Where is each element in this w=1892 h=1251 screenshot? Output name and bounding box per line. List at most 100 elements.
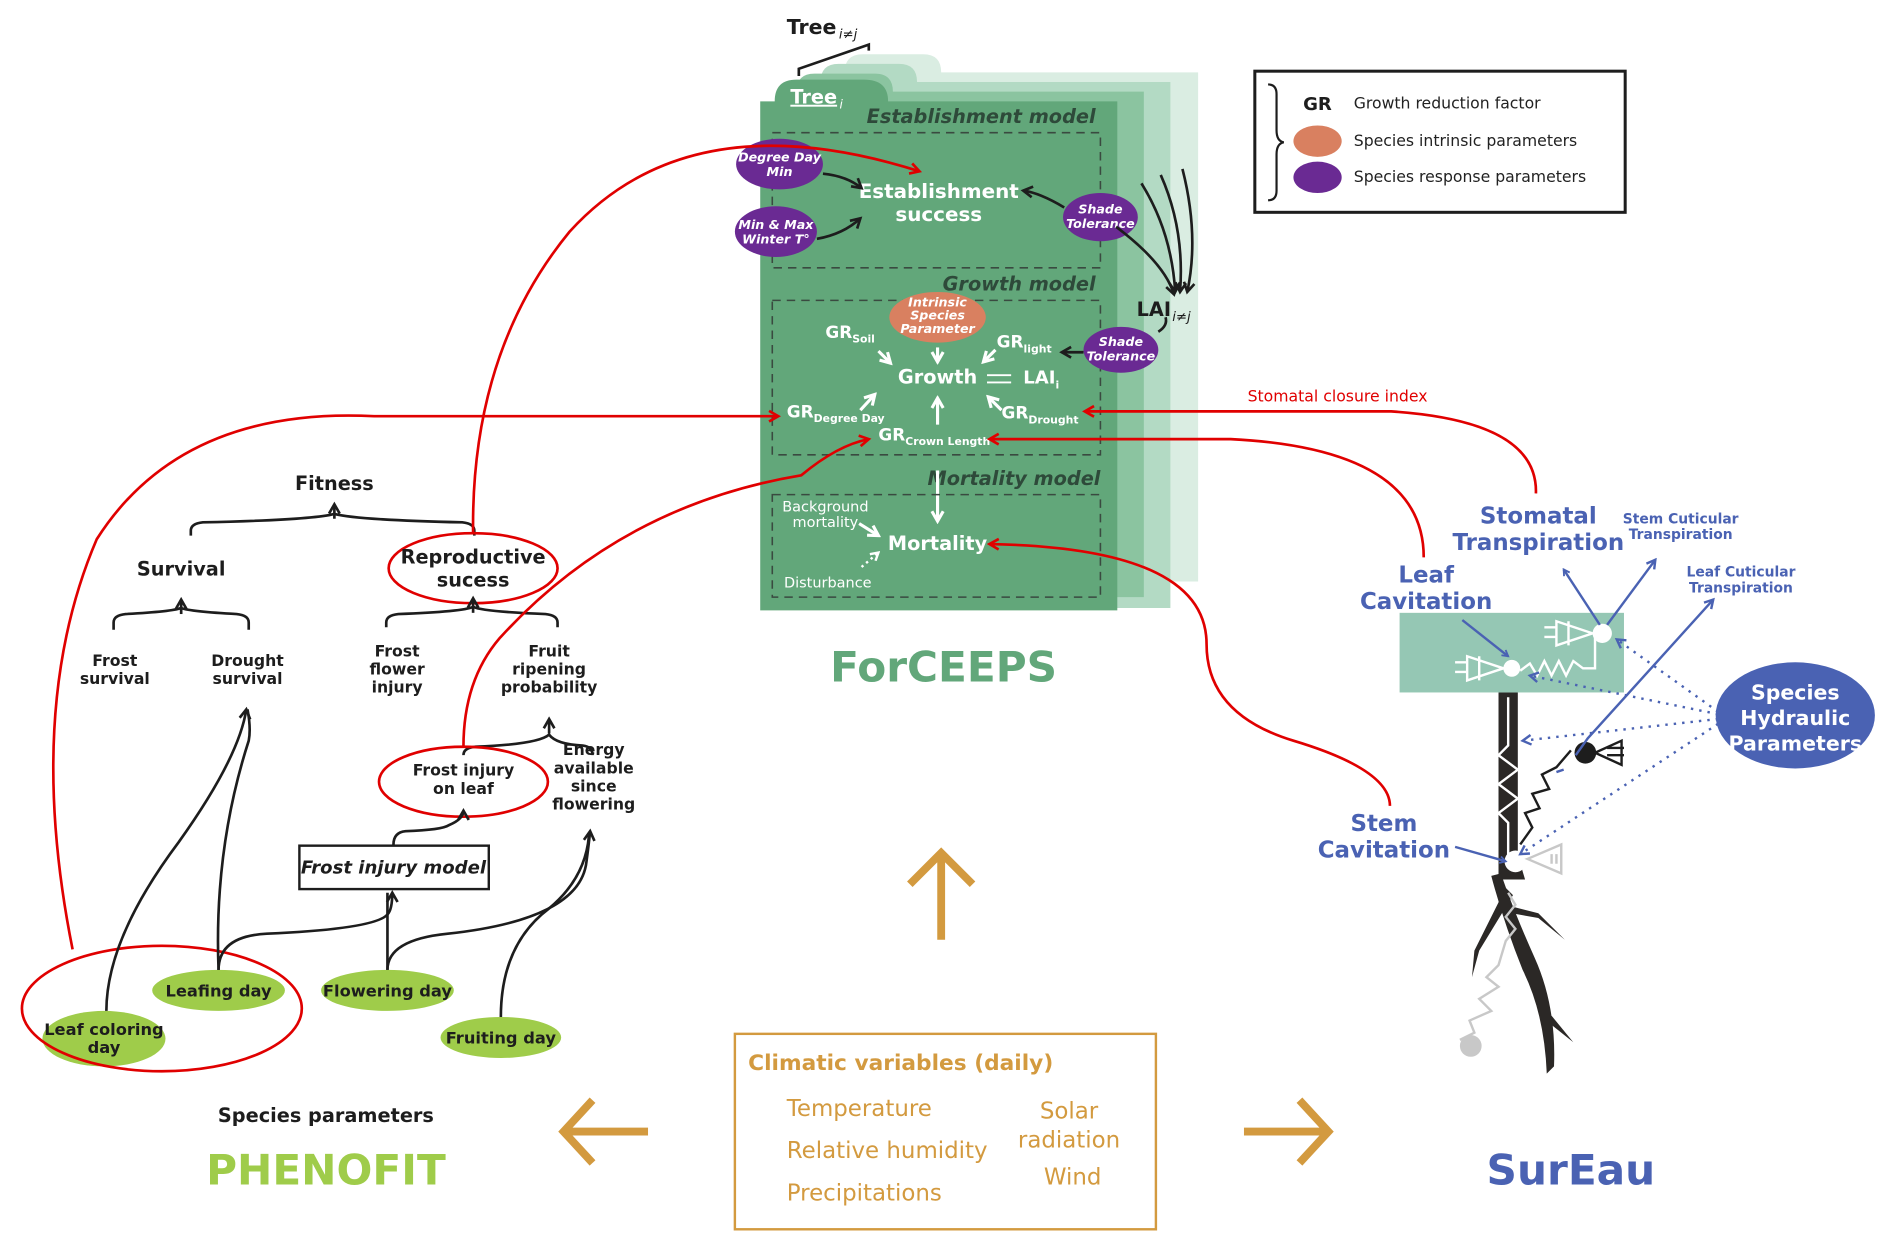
gr-light-label: GRlight xyxy=(997,331,1052,355)
dotted-hydraulic-stem xyxy=(1520,717,1719,746)
dotted-hydraulic-stem-node xyxy=(1518,722,1719,856)
lai-other-label: LAIi≠j xyxy=(1137,298,1191,325)
arrow-tree-layer-lai-1 xyxy=(1140,182,1182,295)
legend-intrinsic-label: Species intrinsic parameters xyxy=(1354,131,1577,150)
climate-var-wind: Wind xyxy=(1044,1165,1102,1191)
leaf-phenology-highlight-ring xyxy=(20,944,304,1073)
lai-to-shade-link xyxy=(1157,316,1168,333)
arrow-stomatal-transpiration xyxy=(1564,569,1601,626)
root-right xyxy=(1511,907,1565,940)
branch-resistor-icon xyxy=(1519,749,1572,846)
leaf-coloring-day-node xyxy=(42,1010,166,1067)
shade-tolerance-growth-param xyxy=(1083,326,1159,373)
arrow-stem-cavitation xyxy=(1454,845,1506,861)
leaf-node-2-icon xyxy=(1592,623,1612,643)
stem-capacitor-grey-icon xyxy=(1524,842,1563,876)
climate-box: Climatic variables (daily) Temperature R… xyxy=(558,847,1334,1231)
gr-degree-day-label: GRDegree Day xyxy=(787,401,885,425)
root-branch xyxy=(1549,1015,1574,1043)
arrow-model-to-frost-leaf xyxy=(392,808,470,845)
lai-i-label: LAIi xyxy=(1023,368,1059,392)
branch-capacitor-icon xyxy=(1592,738,1624,767)
survival-brace xyxy=(112,606,251,630)
arrow-disturbance xyxy=(860,553,879,568)
link-phenology-to-gr-degree-day xyxy=(52,409,781,950)
winter-temperature-param xyxy=(734,206,817,257)
growth-node: Growth xyxy=(898,366,977,389)
stem-resistor-icon xyxy=(1496,697,1520,859)
soil-node-icon xyxy=(1459,1035,1482,1057)
flowering-day-node xyxy=(321,969,454,1011)
mortality-node: Mortality xyxy=(888,532,988,555)
leaf-node-1-icon xyxy=(1503,659,1521,677)
legend-gr-label: Growth reduction factor xyxy=(1354,94,1541,113)
root-main xyxy=(1491,873,1555,1074)
climate-title: Climatic variables (daily) xyxy=(748,1051,1053,1076)
leaf-capacitor-1-icon xyxy=(1455,654,1508,683)
tree-i-box xyxy=(760,79,1118,611)
link-stomatal-closure-to-gr-drought xyxy=(1082,404,1538,494)
frost-injury-model-label: Frost injury model xyxy=(301,857,487,878)
climate-var-precipitation: Precipitations xyxy=(787,1180,942,1206)
survival-node: Survival xyxy=(137,557,226,580)
arrow-gr-light xyxy=(983,348,997,362)
legend-response-swatch xyxy=(1293,161,1342,194)
leafing-day-node xyxy=(152,969,285,1011)
arrow-tree-layer-lai-3 xyxy=(1181,168,1196,295)
legend-brace xyxy=(1268,83,1285,202)
mortality-dashed-box xyxy=(771,493,1102,598)
tree-other-bracket xyxy=(797,42,871,77)
phenofit-title: PHENOFIT xyxy=(206,1146,446,1195)
arrow-degree-day-to-establishment xyxy=(822,172,864,190)
arrow-climate-to-sureau xyxy=(1243,1097,1334,1166)
mortality-model-title: Mortality model xyxy=(928,467,1101,490)
legend-gr-symbol: GR xyxy=(1303,94,1332,115)
stem-node-icon xyxy=(1504,850,1527,873)
stem-trunk xyxy=(1498,692,1526,880)
climate-frame xyxy=(733,1032,1158,1231)
establishment-model-title: Establishment model xyxy=(867,105,1096,128)
climate-var-humidity: Relative humidity xyxy=(787,1138,988,1164)
arrow-leaf-coloring-to-drought xyxy=(105,706,252,1011)
sureau-title: SurEau xyxy=(1487,1146,1656,1195)
flowering-day-label: Flowering day xyxy=(323,981,453,1000)
arrow-gr-drought xyxy=(988,397,1003,412)
fruiting-day-label: Fruiting day xyxy=(446,1029,557,1048)
gr-crown-length-label: GRCrown Length xyxy=(878,424,990,448)
link-stem-cavitation-to-mortality xyxy=(986,537,1392,806)
arrow-background-mortality xyxy=(858,522,878,536)
leaf-compartment xyxy=(1399,612,1624,693)
gr-drought-label: GRDrought xyxy=(1001,403,1078,427)
hydraulic-parameters-node xyxy=(1715,662,1875,769)
arrow-gr-degree-day xyxy=(859,394,874,412)
arrow-climate-to-forceeps xyxy=(907,847,976,940)
growth-model-title: Growth model xyxy=(943,273,1096,296)
arrow-fruiting-to-energy xyxy=(499,835,591,1017)
arrow-leafing-to-frost-model xyxy=(217,890,399,970)
climate-var-temperature: Temperature xyxy=(786,1096,932,1122)
arrow-climate-to-phenofit xyxy=(558,1097,649,1166)
frost-injury-model-box xyxy=(298,844,490,891)
reproductive-brace xyxy=(384,605,559,628)
soil-resistor-icon xyxy=(1459,892,1517,1041)
arrow-leaf-cavitation xyxy=(1461,619,1508,656)
leafing-day-label: Leafing day xyxy=(166,981,272,1000)
